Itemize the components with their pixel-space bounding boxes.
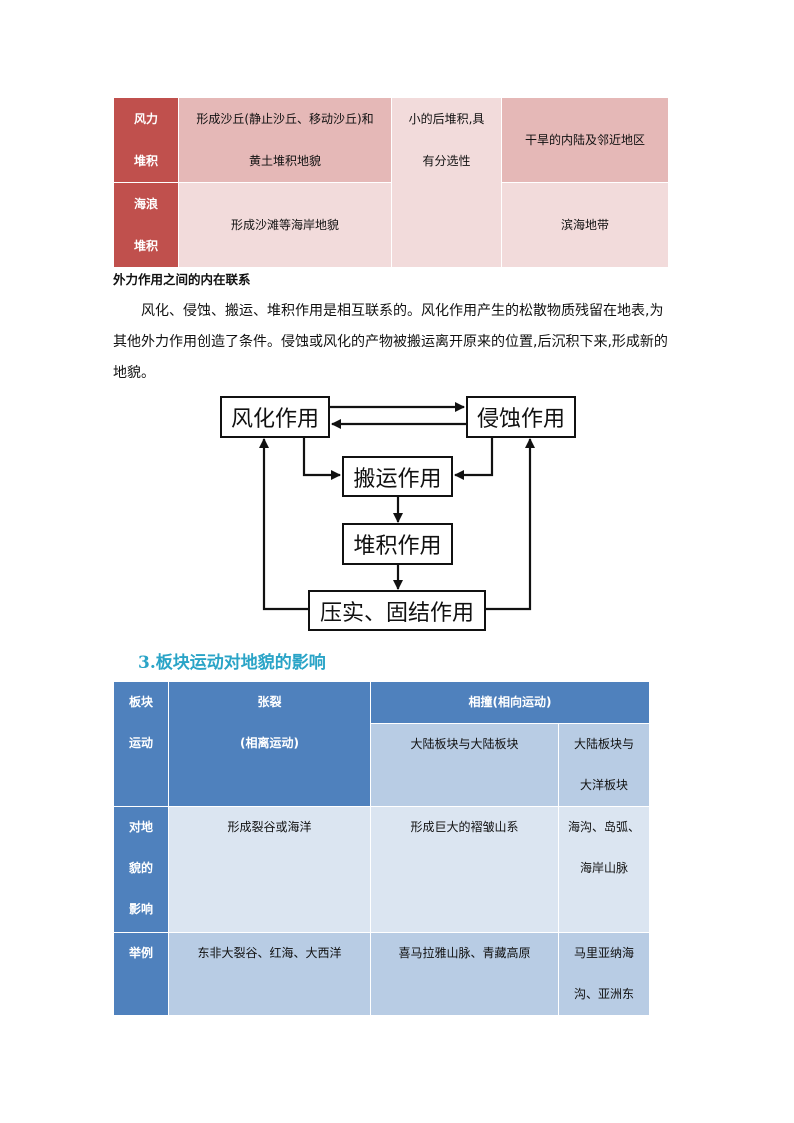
cell-line: 形成沙丘(静止沙丘、移动沙丘)和 xyxy=(196,112,374,126)
cell-line: 有分选性 xyxy=(422,154,471,168)
table-row: 海浪 堆积 形成沙滩等海岸地貌 滨海地带 xyxy=(113,182,669,268)
header-line: (相离运动) xyxy=(240,736,299,750)
convergent-header: 相撞(相向运动) xyxy=(370,681,650,724)
distribution-cell: 滨海地带 xyxy=(501,182,669,268)
divergent-header: 张裂 (相离运动) xyxy=(168,681,371,807)
header-line: 影响 xyxy=(128,902,153,916)
cell-line: 沟、亚洲东 xyxy=(573,987,634,1001)
landform-cell: 形成沙滩等海岸地貌 xyxy=(178,182,392,268)
table-row: 举例 东非大裂谷、红海、大西洋 喜马拉雅山脉、青藏高原 马里亚纳海 沟、亚洲东 xyxy=(113,932,650,1016)
corner-header: 板块 运动 xyxy=(113,681,169,807)
row-header-line: 风力 xyxy=(133,112,158,126)
cell-line: 海沟、岛弧、 xyxy=(567,820,640,834)
oceanic-subheader: 大陆板块与 大洋板块 xyxy=(558,723,650,807)
paragraph-line: 地貌。 xyxy=(113,365,155,381)
example-divergent: 东非大裂谷、红海、大西洋 xyxy=(168,932,371,1016)
cell-line: 马里亚纳海 xyxy=(573,946,634,960)
row-header-wave: 海浪 堆积 xyxy=(113,182,179,268)
example-row-header: 举例 xyxy=(113,932,169,1016)
node-erosion: 侵蚀作用 xyxy=(466,396,576,438)
node-transport: 搬运作用 xyxy=(342,456,453,497)
example-oceanic: 马里亚纳海 沟、亚洲东 xyxy=(558,932,650,1016)
effect-oceanic: 海沟、岛弧、 海岸山脉 xyxy=(558,806,650,933)
paragraph-line: 其他外力作用创造了条件。侵蚀或风化的产物被搬运离开原来的位置,后沉积下来,形成新… xyxy=(113,334,668,350)
effect-continental: 形成巨大的褶皱山系 xyxy=(370,806,559,933)
node-deposition: 堆积作用 xyxy=(342,523,453,565)
paragraph-line: 风化、侵蚀、搬运、堆积作用是相互联系的。风化作用产生的松散物质残留在地表,为 xyxy=(113,296,673,327)
header-line: 大洋板块 xyxy=(579,778,628,792)
row-header-line: 海浪 xyxy=(133,197,158,211)
row-header-line: 堆积 xyxy=(133,154,158,168)
plate-table: 板块 运动 张裂 (相离运动) 相撞(相向运动) 大陆板块与大陆板块 大陆板块与… xyxy=(113,681,650,1016)
table-row: 板块 运动 张裂 (相离运动) 相撞(相向运动) xyxy=(113,681,650,807)
row-header-wind: 风力 堆积 xyxy=(113,97,179,183)
table-row: 风力 堆积 形成沙丘(静止沙丘、移动沙丘)和 黄土堆积地貌 小的后堆积,具 有分… xyxy=(113,97,669,268)
cell-line: 海岸山脉 xyxy=(579,861,628,875)
continental-subheader: 大陆板块与大陆板块 xyxy=(370,723,559,807)
row-header-line: 堆积 xyxy=(133,239,158,253)
paragraph: 风化、侵蚀、搬运、堆积作用是相互联系的。风化作用产生的松散物质残留在地表,为 其… xyxy=(113,296,673,389)
header-line: 张裂 xyxy=(257,695,282,709)
effect-row-header: 对地 貌的 影响 xyxy=(113,806,169,933)
shared-feature-cell: 小的后堆积,具 有分选性 xyxy=(391,97,502,268)
cell-line: 小的后堆积,具 xyxy=(408,112,485,126)
node-lithification: 压实、固结作用 xyxy=(308,590,486,631)
paragraph-text: 风化、侵蚀、搬运、堆积作用是相互联系的。风化作用产生的松散物质残留在地表,为 xyxy=(141,303,664,319)
header-line: 板块 xyxy=(128,695,153,709)
cell-line: 黄土堆积地貌 xyxy=(248,154,321,168)
header-line: 貌的 xyxy=(128,861,153,875)
header-line: 运动 xyxy=(128,736,153,750)
section-title: 3.板块运动对地貌的影响 xyxy=(138,653,326,673)
header-line: 对地 xyxy=(128,820,153,834)
node-weathering: 风化作用 xyxy=(220,396,330,438)
header-line: 大陆板块与 xyxy=(573,737,634,751)
table-row: 大陆板块与大陆板块 大陆板块与 大洋板块 xyxy=(114,723,650,807)
effect-divergent: 形成裂谷或海洋 xyxy=(168,806,371,933)
distribution-cell: 干旱的内陆及邻近地区 xyxy=(501,97,669,183)
example-continental: 喜马拉雅山脉、青藏高原 xyxy=(370,932,559,1016)
subsection-title: 外力作用之间的内在联系 xyxy=(113,272,251,287)
table-row: 对地 貌的 影响 形成裂谷或海洋 形成巨大的褶皱山系 海沟、岛弧、 海岸山脉 xyxy=(113,806,650,933)
deposition-table: 风力 堆积 形成沙丘(静止沙丘、移动沙丘)和 黄土堆积地貌 小的后堆积,具 有分… xyxy=(113,97,669,268)
landform-cell: 形成沙丘(静止沙丘、移动沙丘)和 黄土堆积地貌 xyxy=(178,97,392,183)
